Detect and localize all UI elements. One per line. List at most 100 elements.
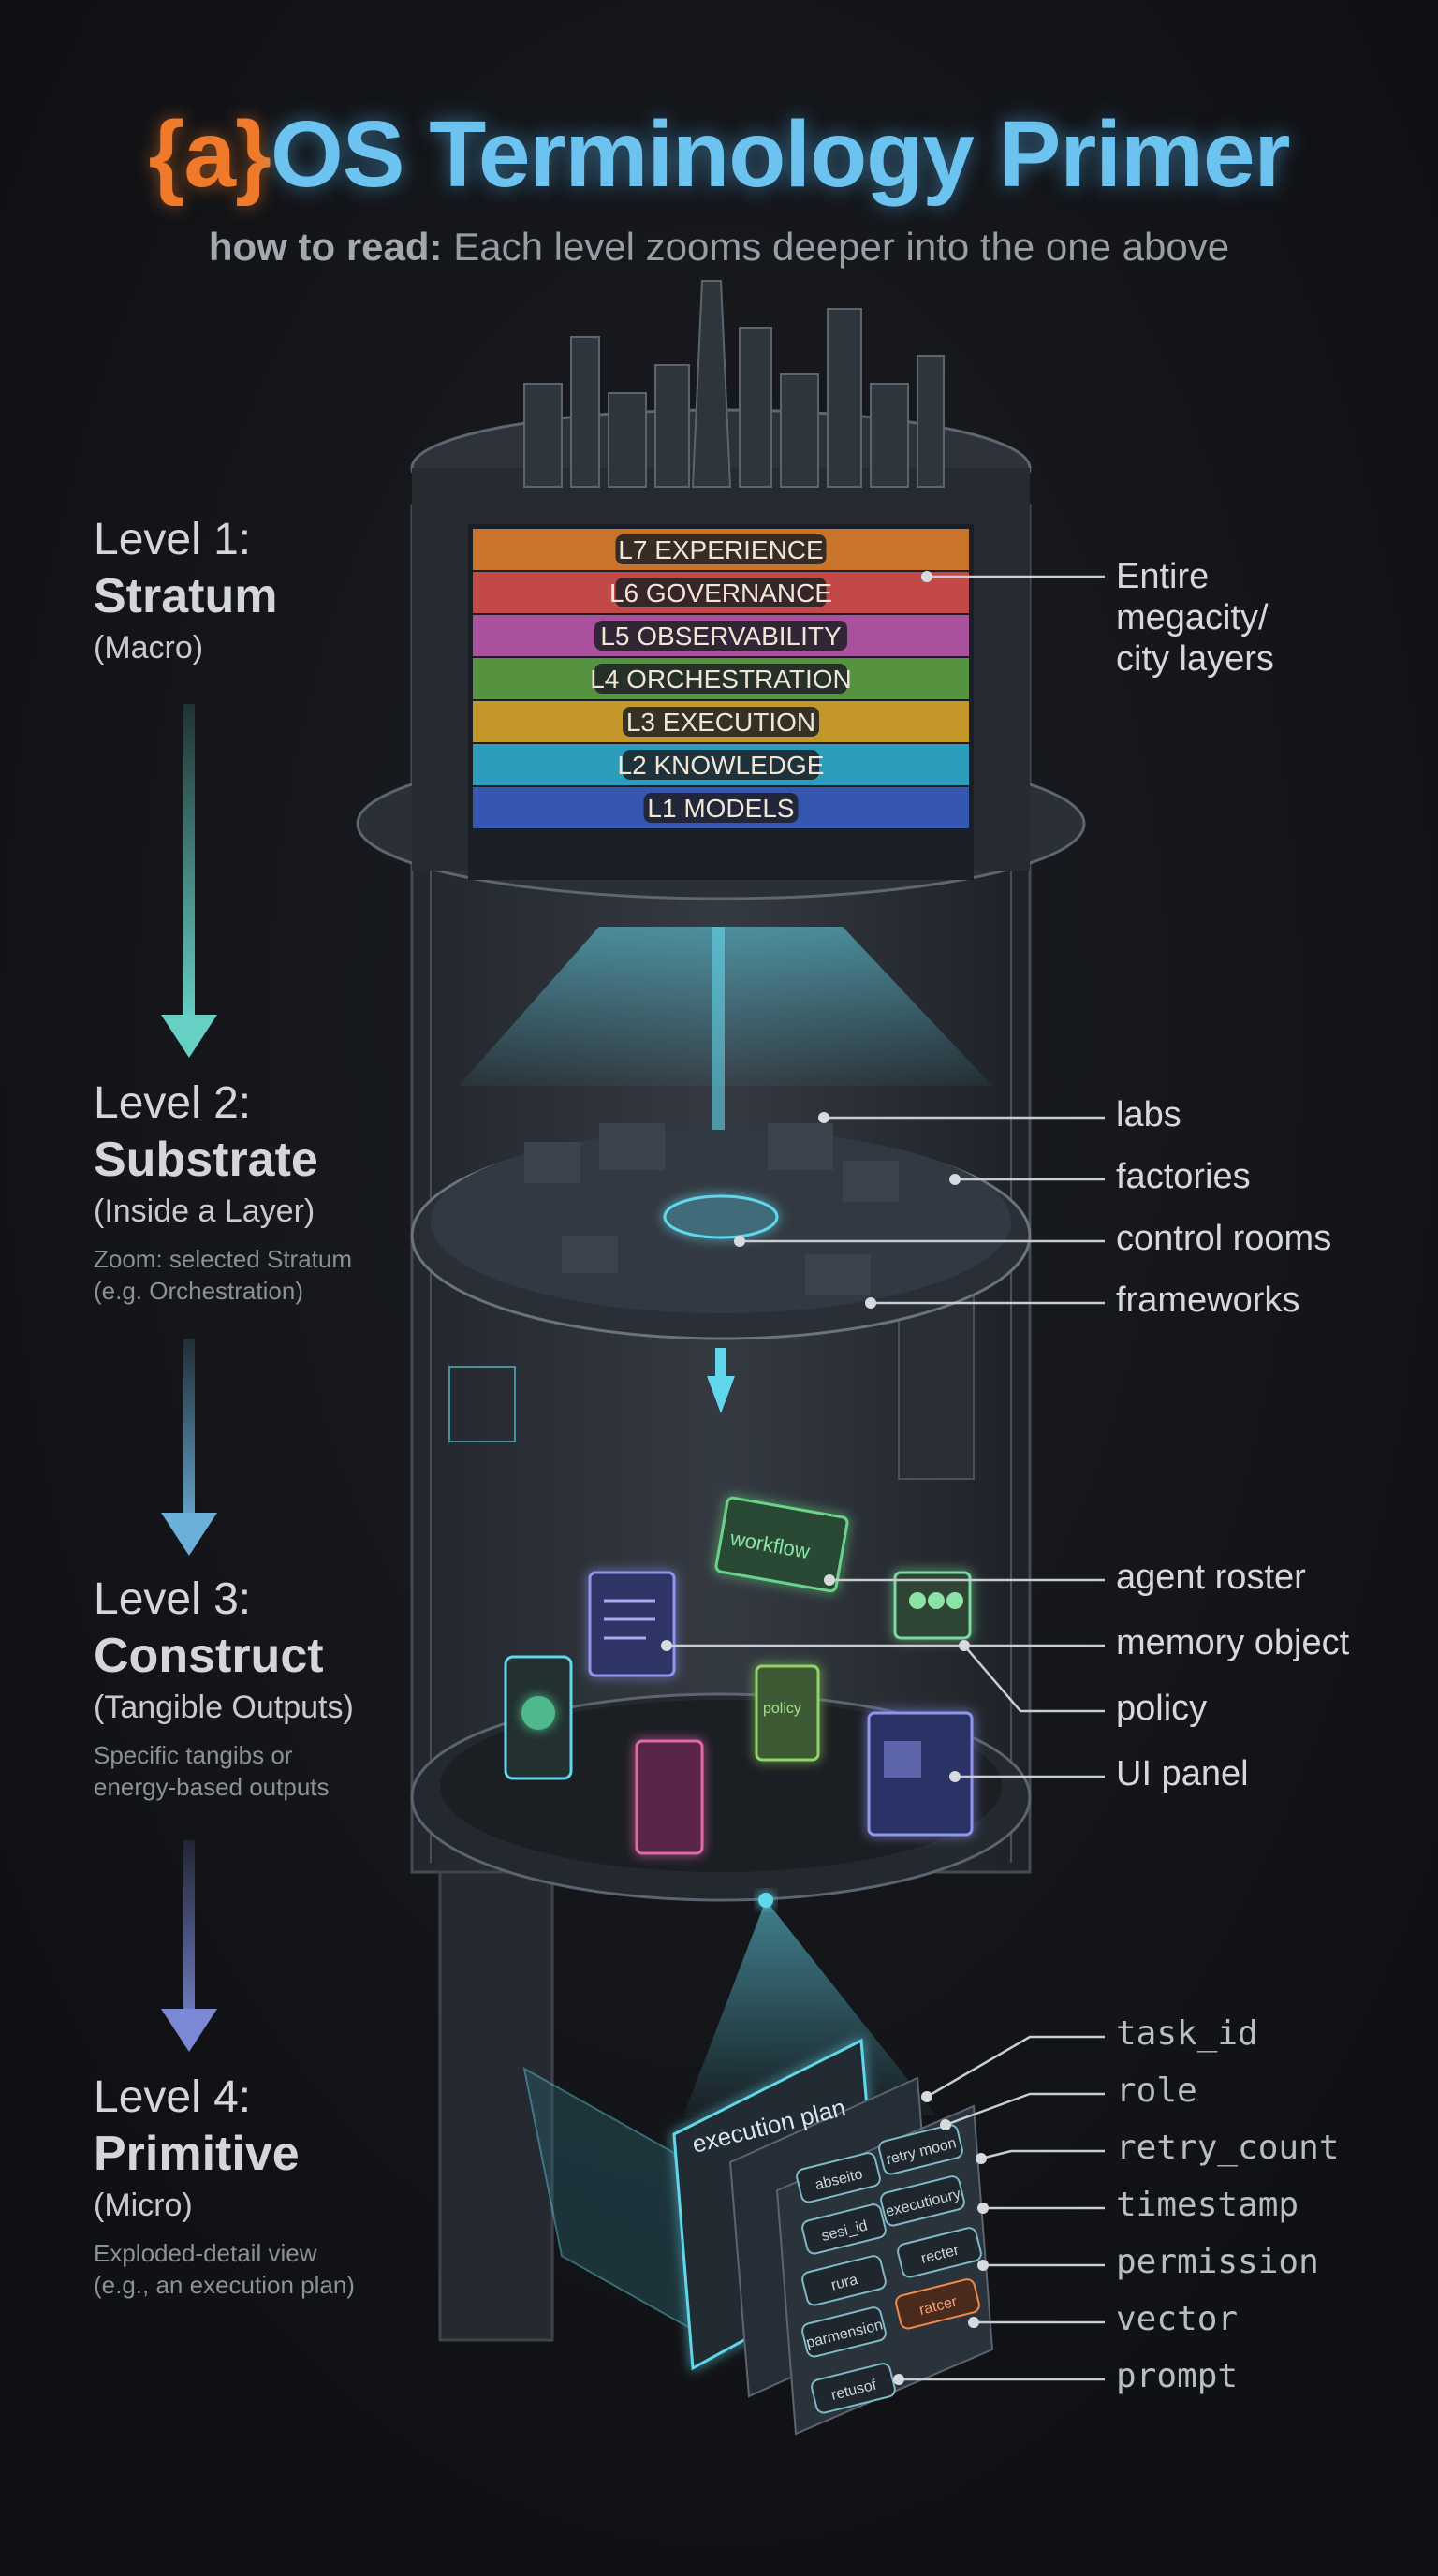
plan-chip: sesi_id bbox=[801, 2203, 887, 2255]
leader-dot bbox=[977, 2260, 989, 2271]
level-arrow-1 bbox=[161, 704, 217, 1058]
artifact-roster-card bbox=[893, 1571, 972, 1640]
plan-chip: abseito bbox=[796, 2152, 881, 2203]
field-role: role bbox=[1116, 2071, 1197, 2110]
subtitle-lead: how to read: bbox=[208, 225, 443, 269]
field-task-id: task_id bbox=[1116, 2014, 1258, 2053]
level-note: Specific tangibs or energy-based outputs bbox=[94, 1741, 330, 1801]
leader-dot bbox=[949, 1771, 961, 1782]
level-1-label: Level 1: Stratum (Macro) bbox=[94, 513, 277, 670]
field-timestamp: timestamp bbox=[1116, 2186, 1299, 2224]
level-name: Construct bbox=[94, 1629, 324, 1683]
callout-memory-object: memory object bbox=[1116, 1623, 1350, 1662]
leader-line bbox=[945, 2092, 1105, 2127]
level-3-label: Level 3: Construct (Tangible Outputs) Sp… bbox=[94, 1573, 354, 1803]
level-note: Zoom: selected Stratum (e.g. Orchestrati… bbox=[94, 1245, 352, 1305]
subtitle-text: Each level zooms deeper into the one abo… bbox=[453, 225, 1230, 269]
leader-dot bbox=[824, 1574, 835, 1586]
stratum-label: L2 KNOWLEDGE bbox=[618, 751, 825, 780]
field-vector: vector bbox=[1116, 2300, 1239, 2338]
stratum-band: L2 KNOWLEDGE bbox=[473, 744, 969, 785]
title-text: OS Terminology Primer bbox=[270, 102, 1291, 207]
level-number: Level 4: bbox=[94, 2072, 252, 2122]
artifact-ui-panel bbox=[867, 1711, 974, 1837]
artifact-policy-doc: policy bbox=[755, 1664, 820, 1762]
level-name: Primitive bbox=[94, 2127, 300, 2181]
leader-dot bbox=[865, 1297, 876, 1309]
callout-agent-roster: agent roster bbox=[1116, 1558, 1306, 1597]
stratum-band: L5 OBSERVABILITY bbox=[473, 615, 969, 656]
leader-dot bbox=[921, 571, 932, 582]
stratum-label: L1 MODELS bbox=[647, 794, 794, 823]
leader-dot bbox=[959, 1640, 970, 1651]
level-number: Level 3: bbox=[94, 1574, 252, 1624]
leader-dot bbox=[976, 2153, 987, 2164]
level-arrow-2 bbox=[161, 1339, 217, 1556]
level-number: Level 2: bbox=[94, 1078, 252, 1128]
plan-chip: rura bbox=[801, 2255, 887, 2306]
level-4-label: Level 4: Primitive (Micro) Exploded-deta… bbox=[94, 2071, 355, 2301]
stratum-label: L4 ORCHESTRATION bbox=[590, 665, 852, 694]
callout-factories: factories bbox=[1116, 1157, 1251, 1196]
callout-ui-panel: UI panel bbox=[1116, 1754, 1249, 1793]
level-scope: (Micro) bbox=[94, 2188, 193, 2223]
level-name: Stratum bbox=[94, 569, 278, 623]
title-brand: {a} bbox=[148, 102, 271, 207]
plan-chip-label: rura bbox=[829, 2272, 859, 2293]
callout-labs: labs bbox=[1116, 1095, 1181, 1134]
stratum-label: L6 GOVERNANCE bbox=[609, 578, 832, 607]
plan-chip: retusof bbox=[811, 2363, 896, 2414]
substrate-disc bbox=[410, 1123, 1032, 1413]
stratum-band: L4 ORCHESTRATION bbox=[473, 658, 969, 699]
stratum-band: L3 EXECUTION bbox=[473, 701, 969, 742]
callout-policy: policy bbox=[1116, 1689, 1208, 1728]
leader-line bbox=[980, 2149, 1105, 2160]
level-scope: (Inside a Layer) bbox=[94, 1193, 315, 1229]
artifact-memory-card bbox=[588, 1571, 676, 1677]
field-retry-count: retry_count bbox=[1116, 2129, 1340, 2167]
leader-dot bbox=[818, 1112, 829, 1123]
artifact-device bbox=[504, 1655, 573, 1780]
leader-dot bbox=[940, 2119, 951, 2130]
callout-stratum: Entire megacity/ city layers bbox=[1116, 557, 1274, 679]
level-name: Substrate bbox=[94, 1133, 318, 1187]
level-2-label: Level 2: Substrate (Inside a Layer) Zoom… bbox=[94, 1076, 352, 1307]
leader-line bbox=[926, 2035, 1105, 2099]
stratum-label: L5 OBSERVABILITY bbox=[600, 622, 842, 651]
leader-dot bbox=[734, 1236, 745, 1247]
leader-dot bbox=[977, 2203, 989, 2214]
callout-frameworks: frameworks bbox=[1116, 1281, 1300, 1320]
stratum-label: L7 EXPERIENCE bbox=[618, 535, 823, 564]
leader-dot bbox=[968, 2317, 979, 2328]
stratum-band: L6 GOVERNANCE bbox=[473, 572, 969, 613]
level-arrow-3 bbox=[161, 1840, 217, 2052]
field-prompt: prompt bbox=[1116, 2357, 1239, 2395]
leader-line bbox=[963, 1645, 1105, 1713]
strata-bands: L7 EXPERIENCE L6 GOVERNANCE L5 OBSERVABILI… bbox=[473, 529, 969, 828]
leader-dot bbox=[921, 2091, 932, 2102]
callout-control-rooms: control rooms bbox=[1116, 1219, 1332, 1258]
leader-dot bbox=[949, 1174, 961, 1185]
field-permission: permission bbox=[1116, 2243, 1319, 2281]
plan-chip: recter bbox=[897, 2227, 982, 2278]
level-scope: (Macro) bbox=[94, 630, 204, 666]
level-note: Exploded-detail view (e.g., an execution… bbox=[94, 2239, 355, 2299]
leader-dot bbox=[661, 1640, 672, 1651]
level-scope: (Tangible Outputs) bbox=[94, 1690, 354, 1725]
stratum-band: L1 MODELS bbox=[473, 787, 969, 828]
policy-doc-label: policy bbox=[763, 1701, 801, 1717]
artifact-workflow-card: workflow bbox=[714, 1496, 849, 1593]
artifact-pink-doc bbox=[635, 1739, 704, 1855]
page-title: {a}OS Terminology Primer bbox=[0, 101, 1438, 209]
leader-lines bbox=[661, 571, 1105, 2385]
leader-dot bbox=[893, 2374, 904, 2385]
city-skyline bbox=[523, 280, 945, 488]
plan-chip: ratcer bbox=[895, 2278, 980, 2330]
zoom-beam-1 bbox=[459, 927, 992, 1133]
page-subtitle: how to read: Each level zooms deeper int… bbox=[0, 225, 1438, 270]
zoom-beam-2 bbox=[683, 1893, 936, 2115]
level-number: Level 1: bbox=[94, 515, 252, 564]
stratum-band: L7 EXPERIENCE bbox=[473, 529, 969, 570]
